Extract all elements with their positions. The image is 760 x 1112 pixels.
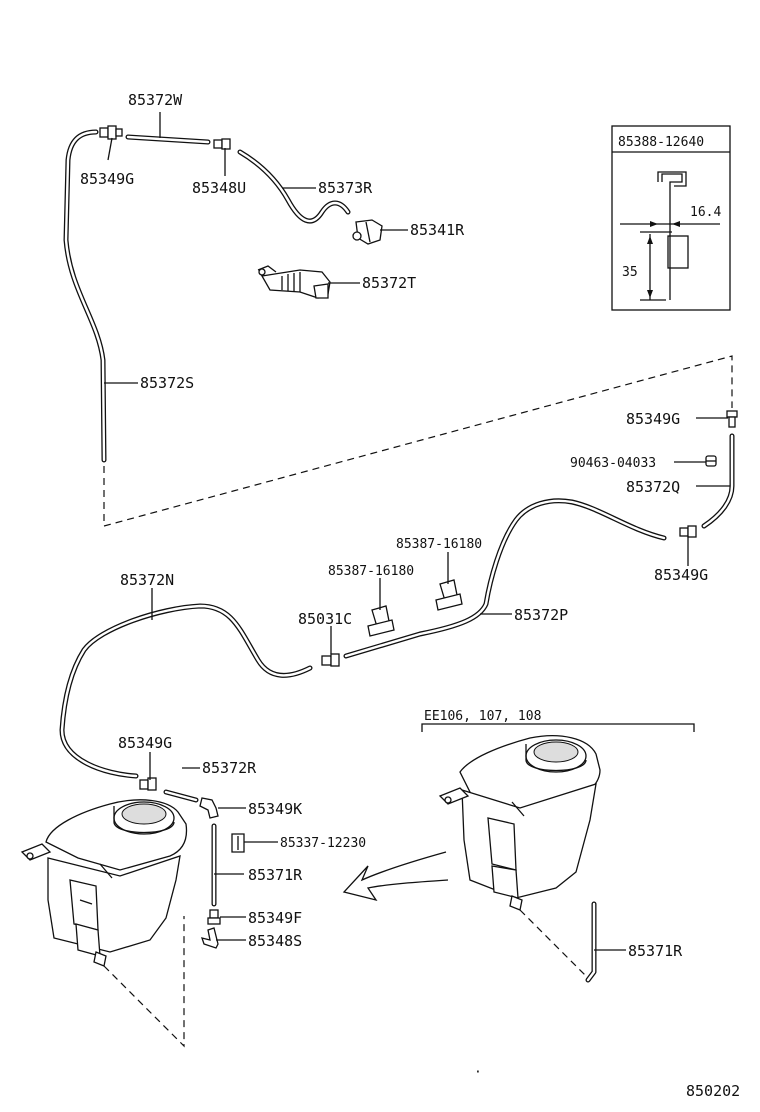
washer-tank-right <box>438 735 601 911</box>
label-85349K: 85349K <box>248 800 302 818</box>
reservoir-hose-group <box>20 752 278 1048</box>
part-labels: 85372W 85349G 85348U 85373R 85341R 85372… <box>80 91 740 1100</box>
label-85387-16180-a: 85387-16180 <box>396 537 482 552</box>
connector-85349G-right-top <box>726 410 738 428</box>
connector-85349G-right-bottom <box>679 525 697 538</box>
connector-85337-12230 <box>231 833 245 853</box>
label-85372T: 85372T <box>362 274 416 292</box>
nozzle-85341R <box>352 219 383 245</box>
label-85349G-low: 85349G <box>118 734 172 752</box>
label-85372S: 85372S <box>140 374 194 392</box>
connector-85349F <box>207 909 221 925</box>
elbow-85349K <box>199 797 219 819</box>
label-85349G-right-top: 85349G <box>626 410 680 428</box>
bracket-detail-inset <box>611 125 731 311</box>
connector-85031C <box>321 653 340 667</box>
connector-85349G-low <box>139 777 157 791</box>
hose-85372N <box>59 603 313 779</box>
connector-85349G-top <box>99 125 123 140</box>
variant-tank-group: · <box>342 723 695 1080</box>
front-hose-group <box>63 112 408 463</box>
label-85337-12230: 85337-12230 <box>280 836 366 851</box>
variant-label: EE106, 107, 108 <box>424 709 541 724</box>
cap-90463-04033 <box>705 455 717 467</box>
label-85031C: 85031C <box>298 610 352 628</box>
label-85372P: 85372P <box>514 606 568 624</box>
hose-85372Q <box>701 433 735 529</box>
label-85348S: 85348S <box>248 932 302 950</box>
label-90463-04033: 90463-04033 <box>570 456 656 471</box>
label-85371R-right: 85371R <box>628 942 683 960</box>
inset-part-number: 85388-12640 <box>618 135 704 150</box>
clamp-85387-16180-a <box>435 579 463 611</box>
nozzle-assembly-85372T <box>257 265 331 299</box>
dashed-connector-line <box>103 355 733 527</box>
label-85349F: 85349F <box>248 909 302 927</box>
label-85372W: 85372W <box>128 91 183 109</box>
label-85349G-top: 85349G <box>80 170 134 188</box>
direction-arrow <box>342 851 449 902</box>
label-85341R: 85341R <box>410 221 465 239</box>
washer-tank-left <box>20 799 188 967</box>
inset-dimension-width: 16.4 <box>690 205 721 220</box>
label-85371R-left: 85371R <box>248 866 303 884</box>
label-85348U: 85348U <box>192 179 246 197</box>
rear-hose-group <box>59 410 738 779</box>
svg-text:·: · <box>474 1065 482 1080</box>
connector-85348U <box>213 138 231 150</box>
label-85373R: 85373R <box>318 179 373 197</box>
elbow-85348S <box>201 927 219 949</box>
label-85387-16180-b: 85387-16180 <box>328 564 414 579</box>
inset-dimension-height: 35 <box>622 265 638 280</box>
clamp-85387-16180-b <box>367 605 395 637</box>
label-85372N: 85372N <box>120 571 174 589</box>
label-85372R: 85372R <box>202 759 257 777</box>
diagram-code: 850202 <box>686 1082 740 1100</box>
label-85372Q: 85372Q <box>626 478 680 496</box>
label-85349G-right-bottom: 85349G <box>654 566 708 584</box>
